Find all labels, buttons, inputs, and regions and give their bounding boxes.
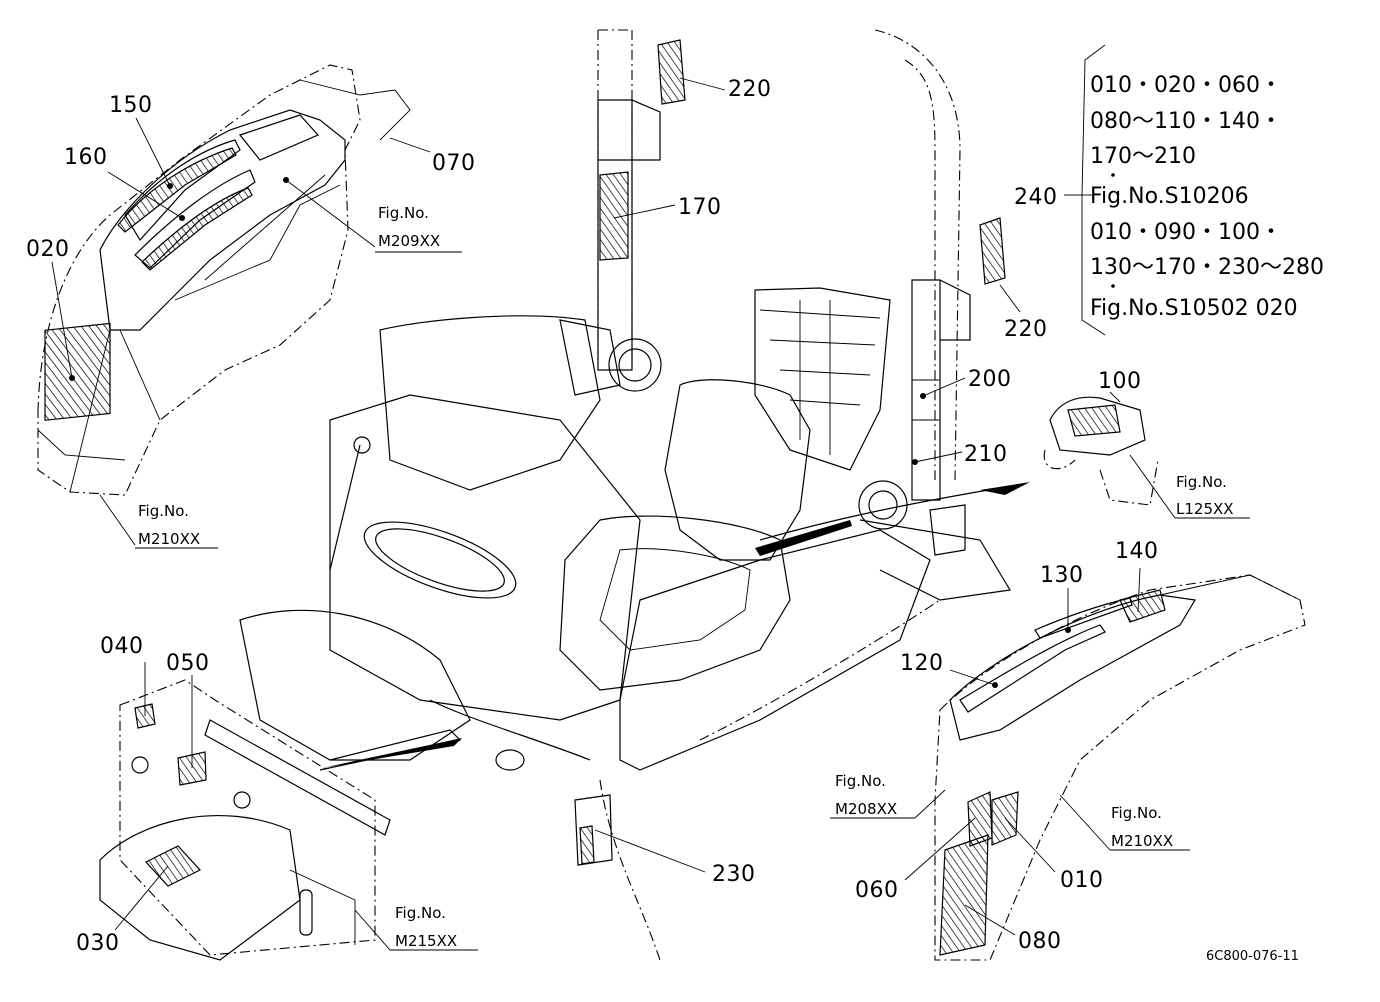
bracket-line-1: 010・020・060・: [1090, 73, 1282, 98]
leader-lines: [51, 44, 1250, 951]
fig-references: Fig.No. M209XX Fig.No. M210XX Fig.No. L1…: [138, 204, 1234, 950]
figref-m209-code: M209XX: [378, 232, 440, 250]
callout-050: 050: [166, 651, 210, 676]
bracket-line-4: Fig.No.S10206: [1090, 184, 1249, 209]
callout-020: 020: [26, 237, 70, 262]
callout-160: 160: [64, 145, 108, 170]
decal-160: [141, 187, 253, 271]
callout-140: 140: [1115, 539, 1159, 564]
bracket-line-5: 010・090・100・: [1090, 220, 1282, 245]
figref-m210-left-code: M210XX: [138, 530, 200, 548]
decal-050: [177, 751, 207, 786]
callout-220-right: 220: [1004, 317, 1048, 342]
right-fender-drawing: [934, 574, 1306, 961]
decal-020: [44, 322, 111, 421]
bracket-line-2: 080～110・140・: [1090, 109, 1282, 134]
callout-220-top: 220: [728, 77, 772, 102]
callout-060: 060: [855, 878, 899, 903]
callout-080: 080: [1018, 929, 1062, 954]
decal-140: [1119, 589, 1166, 623]
dash-panel-drawing: [37, 64, 411, 496]
small-cover-drawing: [755, 396, 1159, 556]
callout-150: 150: [109, 93, 153, 118]
decal-230: [579, 825, 595, 865]
callout-200: 200: [968, 367, 1012, 392]
figref-m208-label: Fig.No.: [835, 772, 886, 790]
front-panel-drawing: [99, 679, 613, 961]
callout-010-right: 010: [1060, 868, 1104, 893]
decal-220-top: [657, 39, 686, 105]
callout-170: 170: [678, 195, 722, 220]
bracket-line-6: 130～170・230～280: [1090, 255, 1324, 280]
callout-230: 230: [712, 862, 756, 887]
callout-030: 030: [76, 931, 120, 956]
figref-m210-left-label: Fig.No.: [138, 502, 189, 520]
bracket-line-3: 170～210: [1090, 144, 1196, 169]
callout-120: 120: [900, 651, 944, 676]
bracket-list: 010・020・060・ 080～110・140・ 170～210 Fig.No…: [1090, 73, 1324, 321]
callout-070: 070: [432, 151, 476, 176]
callout-240: 240: [1014, 185, 1058, 210]
figref-l125-code: L125XX: [1176, 500, 1234, 518]
callout-100: 100: [1098, 369, 1142, 394]
figref-m209-label: Fig.No.: [378, 204, 429, 222]
decal-170: [599, 171, 629, 261]
decal-150: [117, 147, 237, 233]
decal-220-right: [979, 217, 1006, 285]
figref-m215-code: M215XX: [395, 932, 457, 950]
callout-labels: 150 160 020 070 220 170 220 200 210 100 …: [26, 77, 1159, 956]
rops-frame-drawing: [597, 29, 1006, 501]
tractor-body-drawing: [239, 287, 1011, 961]
bracket-line-7: Fig.No.S10502 020: [1090, 296, 1298, 321]
figref-m208-code: M208XX: [835, 800, 897, 818]
decal-030: [145, 845, 201, 887]
figref-m215-label: Fig.No.: [395, 904, 446, 922]
figref-l125-label: Fig.No.: [1176, 473, 1227, 491]
callout-130: 130: [1040, 563, 1084, 588]
callout-040: 040: [100, 634, 144, 659]
drawing-code: 6C800-076-11: [1206, 949, 1299, 964]
decal-080: [939, 834, 989, 956]
figref-m210-right-code: M210XX: [1111, 832, 1173, 850]
decal-100: [1067, 404, 1121, 437]
figref-m210-right-label: Fig.No.: [1111, 804, 1162, 822]
callout-210: 210: [964, 442, 1008, 467]
